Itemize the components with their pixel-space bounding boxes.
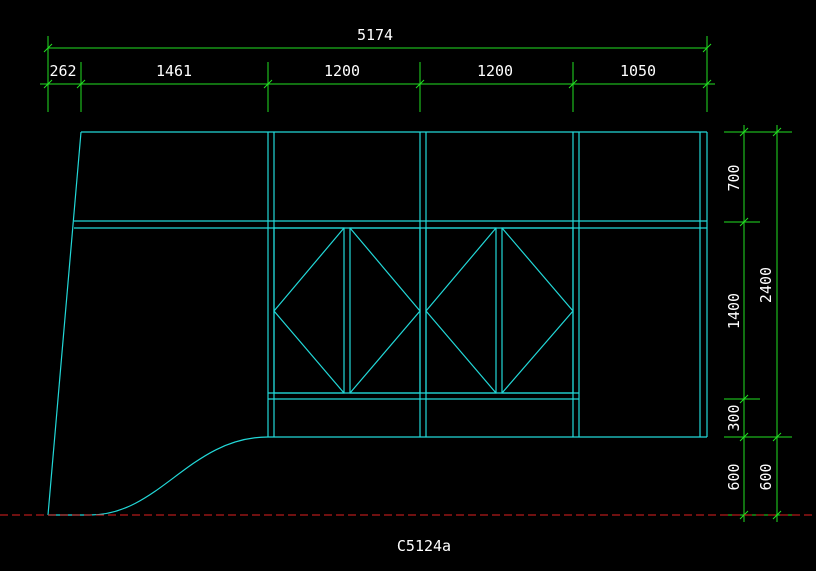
sash-4-opening xyxy=(501,227,574,394)
dim-height-600-inner: 600 xyxy=(725,463,743,490)
dim-height-300: 300 xyxy=(725,404,743,431)
sash-1-opening xyxy=(273,227,345,394)
drawing-label: C5124a xyxy=(397,537,451,555)
dim-height-700: 700 xyxy=(725,164,743,191)
dim-height-2400: 2400 xyxy=(757,267,775,303)
sash-2-opening xyxy=(349,227,421,394)
top-dimensions xyxy=(40,36,715,112)
dim-height-1400: 1400 xyxy=(725,293,743,329)
dim-segment-4: 1200 xyxy=(477,62,513,80)
sash-3-opening xyxy=(425,227,497,394)
dim-segment-5: 1050 xyxy=(620,62,656,80)
dim-segment-2: 1461 xyxy=(156,62,192,80)
dim-segment-3: 1200 xyxy=(324,62,360,80)
dim-overall-width: 5174 xyxy=(357,26,393,44)
dim-segment-1: 262 xyxy=(49,62,76,80)
dim-height-600-outer: 600 xyxy=(757,463,775,490)
casement-sashes xyxy=(273,227,574,394)
